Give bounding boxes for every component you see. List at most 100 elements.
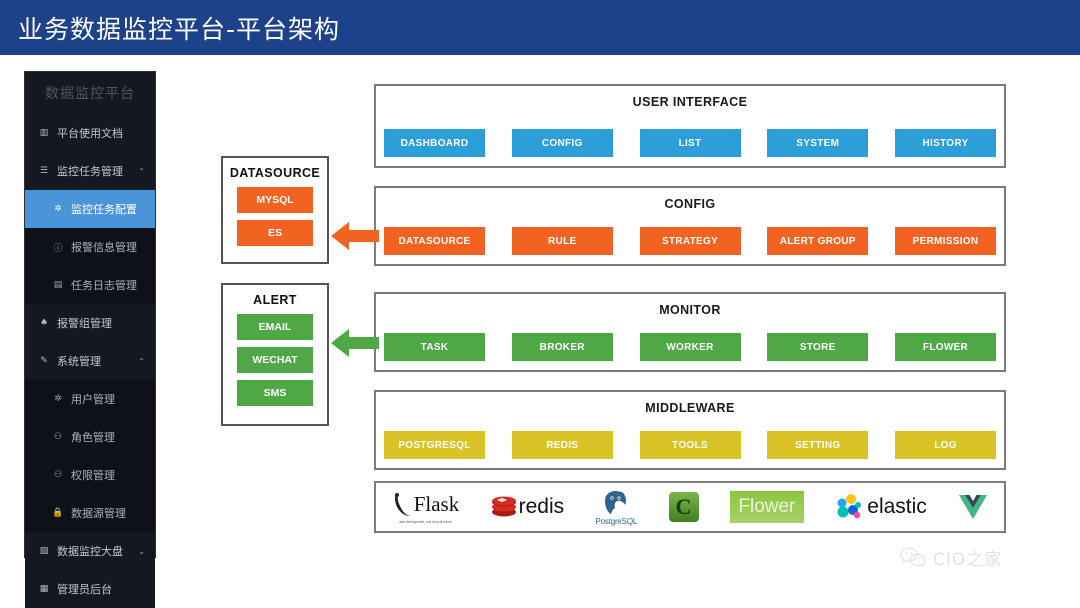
chip-list[interactable]: LIST	[639, 129, 741, 157]
chip-log[interactable]: LOG	[895, 431, 996, 459]
vue-chevron-icon	[959, 495, 988, 519]
postgresql-elephant-icon	[605, 490, 627, 514]
sidebar-item-label: 数据源管理	[71, 507, 126, 520]
log-icon: ▤	[53, 280, 63, 290]
layer-chip-row: DASHBOARD CONFIG LIST SYSTEM HISTORY	[384, 129, 996, 157]
chip-dashboard[interactable]: DASHBOARD	[384, 129, 485, 157]
celery-letter: C	[675, 494, 692, 519]
bell-icon: ♠	[39, 318, 49, 328]
sidebar-item-0[interactable]: ▥ 平台使用文档	[25, 114, 155, 152]
chip-broker[interactable]: BROKER	[511, 333, 613, 361]
sidebar-item-label: 任务日志管理	[71, 279, 137, 292]
config-to-datasource-arrow	[331, 222, 379, 250]
sidebar-item-10[interactable]: 🔒数据源管理	[25, 494, 155, 532]
postgresql-wordmark: PostgreSQL	[595, 516, 638, 526]
flask-horn-icon	[394, 492, 410, 516]
redis-logo: redis	[491, 495, 565, 519]
gear-icon: ✲	[54, 394, 62, 404]
side-panel-title: ALERT	[253, 293, 297, 307]
flower-badge: Flower	[729, 491, 804, 523]
sidebar-item-2[interactable]: ✲ 监控任务配置	[25, 190, 155, 228]
watermark-text: CIO之家	[933, 550, 1003, 570]
tech-logo-strip: Flask web development, one drop at a tim…	[374, 481, 1006, 533]
chip-setting[interactable]: SETTING	[767, 431, 869, 459]
schip-email[interactable]: EMAIL	[237, 314, 313, 340]
sidebar-item-label: 数据监控大盘	[57, 545, 123, 558]
chip-rule[interactable]: RULE	[511, 227, 613, 255]
gear-icon: ✲	[54, 204, 62, 214]
schip-mysql[interactable]: MYSQL	[237, 187, 313, 213]
info-icon: ⓘ	[53, 243, 63, 254]
chip-postgresql[interactable]: POSTGRESQL	[384, 431, 485, 459]
layer-chip-row: POSTGRESQL REDIS TOOLS SETTING LOG	[384, 431, 996, 459]
flask-tagline: web development, one drop at a time	[399, 519, 452, 524]
flower-wordmark: Flower	[738, 496, 796, 517]
schip-wechat[interactable]: WECHAT	[237, 347, 313, 373]
chip-flower[interactable]: FLOWER	[895, 333, 996, 361]
side-panel-title: DATASOURCE	[229, 166, 321, 180]
book-icon: ▥	[39, 128, 49, 138]
sidebar-item-5[interactable]: ♠报警组管理	[25, 304, 155, 342]
chip-store[interactable]: STORE	[767, 333, 869, 361]
schip-es[interactable]: ES	[237, 220, 313, 246]
schip-sms[interactable]: SMS	[237, 380, 313, 406]
users-icon: ⚇	[53, 432, 63, 442]
layer-panel-monitor: MONITOR TASK BROKER WORKER STORE FLOWER	[374, 292, 1006, 372]
chip-strategy[interactable]: STRATEGY	[639, 227, 741, 255]
layer-panel-user-interface: USER INTERFACE DASHBOARD CONFIG LIST SYS…	[374, 84, 1006, 168]
celery-logo: C	[668, 492, 699, 522]
chevron-down-icon[interactable]: ⌄	[138, 546, 145, 556]
layer-panel-middleware: MIDDLEWARE POSTGRESQL REDIS TOOLS SETTIN…	[374, 390, 1006, 470]
page-title: 业务数据监控平台-平台架构	[18, 14, 341, 44]
layer-title: CONFIG	[664, 197, 716, 211]
sidebar-item-label: 监控任务管理	[57, 165, 123, 178]
sidebar-item-11[interactable]: ▧ 数据监控大盘 ⌄	[25, 532, 155, 570]
sidebar-item-8[interactable]: ⚇ 角色管理	[25, 418, 155, 456]
sidebar-item-9[interactable]: ⚇权限管理	[25, 456, 155, 494]
chevron-up-icon[interactable]: ⌃	[138, 356, 145, 366]
sidebar-brand: 数据监控平台	[45, 86, 135, 102]
vue-logo	[958, 493, 988, 521]
flask-logo: Flask web development, one drop at a tim…	[392, 491, 459, 524]
chip-tools[interactable]: TOOLS	[639, 431, 741, 459]
wrench-icon: ✎	[40, 356, 48, 366]
chip-history[interactable]: HISTORY	[895, 129, 996, 157]
sidebar-item-7[interactable]: ✲用户管理	[25, 380, 155, 418]
chip-task[interactable]: TASK	[384, 333, 485, 361]
layer-panel-config: CONFIG DATASOURCE RULE STRATEGY ALERT GR…	[374, 186, 1006, 266]
side-panel-alert: ALERT EMAIL WECHAT SMS	[221, 283, 329, 426]
sidebar-item-6[interactable]: ✎系统管理⌃	[25, 342, 155, 380]
flower-logo: Flower	[729, 491, 804, 523]
chip-system[interactable]: SYSTEM	[767, 129, 869, 157]
celery-badge: C	[668, 492, 699, 522]
sidebar-item-label: 监控任务配置	[71, 203, 137, 216]
sidebar-item-12[interactable]: ▦管理员后台	[25, 570, 155, 608]
layer-title: MIDDLEWARE	[645, 401, 735, 415]
chevron-up-icon[interactable]: ⌃	[138, 166, 145, 176]
layer-chip-row: TASK BROKER WORKER STORE FLOWER	[384, 333, 996, 361]
side-panel-datasource: DATASOURCE MYSQL ES	[221, 156, 329, 264]
chip-worker[interactable]: WORKER	[639, 333, 741, 361]
sidebar-item-label: 权限管理	[71, 469, 115, 482]
chip-datasource[interactable]: DATASOURCE	[384, 227, 485, 255]
sidebar-item-1[interactable]: ☰监控任务管理⌃	[25, 152, 155, 190]
chip-redis[interactable]: REDIS	[511, 431, 613, 459]
sidebar-item-3[interactable]: ⓘ 报警信息管理	[25, 228, 155, 266]
sidebar-item-label: 平台使用文档	[57, 127, 123, 140]
elastic-dots-icon	[837, 494, 862, 519]
redis-wordmark: redis	[518, 495, 565, 518]
sidebar-item-label: 管理员后台	[57, 583, 112, 596]
sidebar-item-4[interactable]: ▤ 任务日志管理	[25, 266, 155, 304]
chip-alert-group[interactable]: ALERT GROUP	[767, 227, 869, 255]
layer-title: MONITOR	[659, 303, 721, 317]
watermark: CIO之家	[900, 545, 1002, 570]
layer-chip-row: DATASOURCE RULE STRATEGY ALERT GROUP PER…	[384, 227, 996, 255]
elastic-logo: elastic	[835, 494, 927, 520]
sidebar-item-label: 角色管理	[71, 431, 115, 444]
chip-config[interactable]: CONFIG	[511, 129, 613, 157]
chip-permission[interactable]: PERMISSION	[895, 227, 996, 255]
sidebar-item-label: 报警信息管理	[71, 241, 137, 254]
chart-icon: ▧	[39, 546, 49, 556]
